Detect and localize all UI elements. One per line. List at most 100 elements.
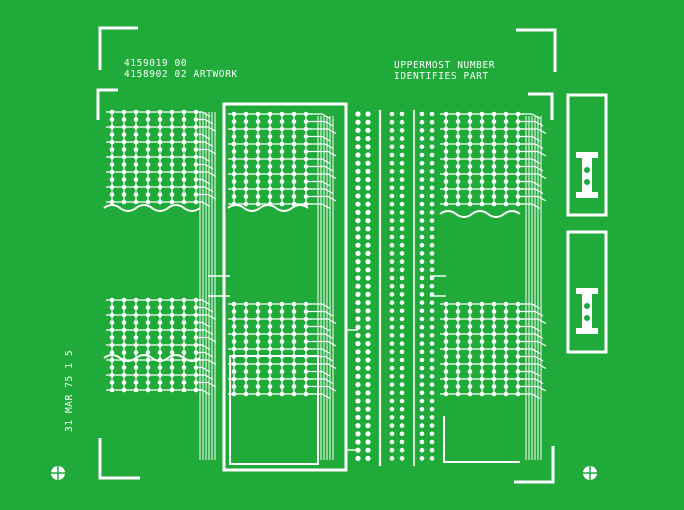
solder-pad: [193, 387, 199, 393]
solder-pad: [279, 134, 285, 139]
solder-pad: [455, 361, 461, 367]
solder-pad: [389, 292, 395, 297]
solder-pad: [419, 300, 425, 305]
solder-pad: [355, 168, 361, 174]
solder-pad: [157, 177, 163, 182]
solder-pad: [133, 327, 139, 333]
solder-pad: [121, 147, 127, 152]
solder-pad: [355, 300, 361, 306]
solder-pad: [291, 141, 297, 147]
solder-pad: [467, 369, 473, 374]
solder-pad: [145, 327, 151, 333]
solder-pad: [181, 372, 187, 378]
solder-pad: [491, 331, 497, 337]
solder-pad: [419, 349, 425, 355]
solder-pad: [365, 185, 371, 191]
solder-pad: [479, 179, 485, 184]
solder-pad: [503, 331, 509, 337]
solder-pad: [399, 242, 405, 248]
solder-pad: [467, 324, 473, 329]
solder-pad: [133, 162, 139, 167]
solder-pad: [193, 177, 199, 182]
solder-pad: [467, 346, 473, 352]
solder-pad: [455, 331, 461, 337]
solder-pad: [389, 382, 395, 387]
solder-pad: [467, 361, 473, 367]
solder-pad: [429, 406, 435, 412]
solder-pad: [291, 301, 297, 307]
solder-pad: [243, 361, 249, 367]
solder-pad: [291, 309, 297, 314]
solder-pad: [355, 382, 361, 388]
solder-pad: [355, 414, 361, 420]
solder-pad: [157, 372, 163, 378]
solder-pad: [243, 324, 249, 329]
solder-pad: [157, 297, 163, 303]
solder-pad: [255, 111, 261, 117]
solder-pad: [255, 391, 261, 397]
solder-pad: [145, 350, 151, 355]
solder-pad: [255, 339, 261, 344]
solder-pad: [193, 380, 199, 385]
solder-pad: [365, 201, 371, 207]
solder-pad: [429, 341, 435, 346]
solder-pad: [267, 339, 273, 344]
solder-pad: [419, 406, 425, 412]
solder-pad: [121, 350, 127, 355]
solder-pad: [399, 251, 405, 256]
solder-pad: [133, 117, 139, 122]
solder-pad: [169, 365, 175, 370]
solder-pad: [419, 152, 425, 158]
solder-pad: [515, 179, 521, 184]
corner-mark-icon: [528, 92, 554, 120]
solder-pad: [279, 301, 285, 307]
solder-pad: [389, 242, 395, 248]
solder-pad: [443, 186, 449, 192]
solder-pad: [419, 128, 425, 133]
solder-pad: [121, 335, 127, 340]
solder-pad: [365, 455, 371, 461]
solder-pad: [169, 327, 175, 333]
solder-pad: [443, 126, 449, 132]
note-line-1: UPPERMOST NUMBER: [394, 60, 495, 71]
solder-pad: [121, 312, 127, 318]
solder-pad: [169, 342, 175, 348]
solder-pad: [419, 456, 425, 461]
solder-pad: [419, 275, 425, 281]
solder-pad: [303, 324, 309, 329]
copper-trace: [196, 374, 214, 381]
solder-pad: [455, 346, 461, 352]
solder-pad: [157, 365, 163, 370]
solder-pad: [145, 154, 151, 160]
solder-pad: [231, 301, 237, 307]
solder-pad: [121, 305, 127, 310]
solder-pad: [389, 259, 395, 264]
solder-pad: [491, 111, 497, 117]
solder-pad: [515, 141, 521, 147]
solder-pad: [169, 162, 175, 167]
solder-pad: [181, 365, 187, 370]
solder-pad: [389, 169, 395, 174]
solder-pad: [389, 210, 395, 215]
solder-pad: [365, 382, 371, 388]
solder-pad: [145, 169, 151, 175]
solder-pad: [389, 447, 395, 453]
solder-pad: [279, 391, 285, 397]
solder-pad: [133, 387, 139, 393]
solder-pad: [515, 164, 521, 169]
solder-pad: [419, 283, 425, 289]
solder-pad: [365, 365, 371, 371]
solder-pad: [389, 406, 395, 412]
solder-pad: [491, 316, 497, 322]
solder-pad: [193, 305, 199, 310]
solder-pad: [157, 312, 163, 318]
solder-pad: [145, 192, 151, 197]
solder-pad: [181, 184, 187, 190]
solder-pad: [145, 365, 151, 370]
solder-pad: [181, 305, 187, 310]
solder-pad: [243, 134, 249, 139]
solder-pad: [255, 171, 261, 177]
solder-pad: [157, 147, 163, 152]
solder-pad: [231, 156, 237, 162]
solder-pad: [231, 186, 237, 192]
